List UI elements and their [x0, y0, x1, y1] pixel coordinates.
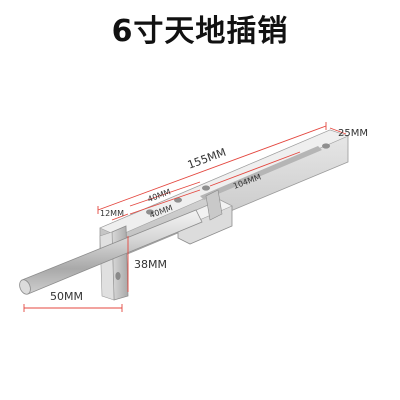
- bolt-rod: [19, 209, 203, 295]
- screw-hole: [146, 209, 154, 215]
- dim-protrusion-label: 50MM: [50, 290, 83, 303]
- dim-offset-label: 12MM: [100, 209, 124, 218]
- screw-hole: [322, 143, 330, 149]
- slider-knob: [205, 189, 223, 221]
- bracket-hole: [115, 272, 121, 280]
- dim-width-label: 25MM: [338, 128, 368, 139]
- guide-slot: [200, 146, 322, 200]
- screw-hole: [202, 185, 210, 191]
- dimension-lines: [23, 122, 347, 312]
- product-title: 6寸天地插销: [111, 14, 289, 49]
- end-bracket: [99, 225, 129, 301]
- dim-length-label: 155MM: [186, 146, 228, 172]
- dim-height-label: 38MM: [134, 258, 167, 271]
